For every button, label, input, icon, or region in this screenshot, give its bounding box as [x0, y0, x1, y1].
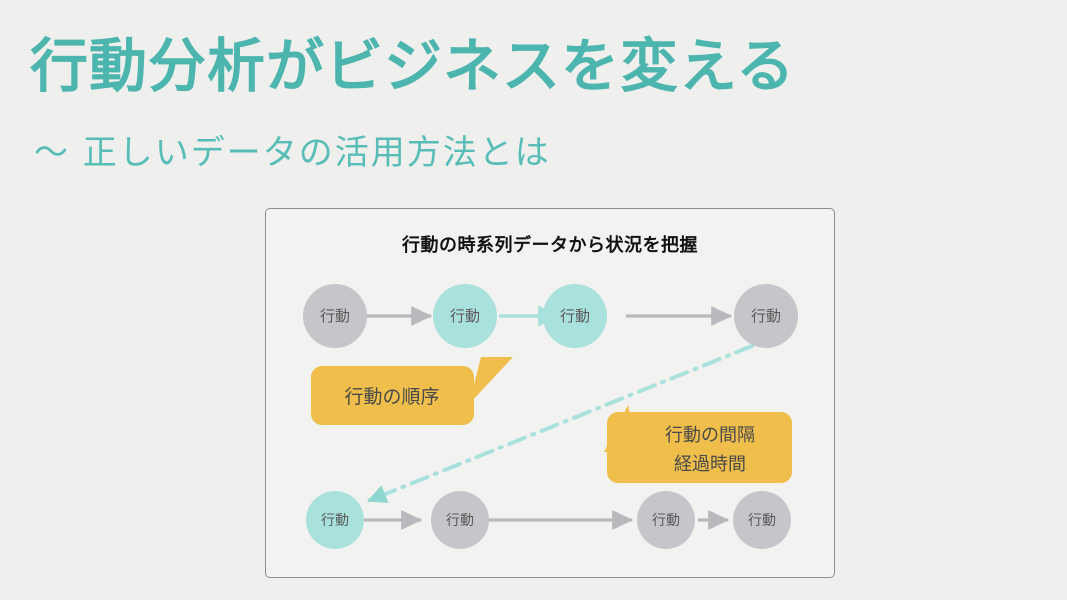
bottom-node-1: 行動 [306, 491, 364, 549]
callout-action-interval-line2: 経過時間 [674, 454, 746, 475]
bottom-node-3-label: 行動 [652, 513, 680, 529]
bottom-node-1-label: 行動 [321, 513, 349, 529]
top-node-4: 行動 [734, 284, 798, 348]
elapsed-time-connector [366, 344, 754, 504]
bottom-node-4: 行動 [733, 491, 791, 549]
top-node-2: 行動 [433, 284, 497, 348]
bottom-node-2: 行動 [431, 491, 489, 549]
callout-action-order: 行動の順序 [311, 357, 513, 425]
callout-action-order-label: 行動の順序 [344, 386, 439, 408]
behavior-sequence-diagram: 行動 行動 行動 行動 行動 行動 行動 [303, 284, 798, 549]
bottom-node-3: 行動 [637, 491, 695, 549]
callout-action-interval: 行動の間隔 経過時間 [604, 405, 792, 483]
top-node-4-label: 行動 [751, 307, 781, 325]
diagram-panel-heading: 行動の時系列データから状況を把握 [402, 235, 698, 256]
page-subtitle: 〜 正しいデータの活用方法とは [34, 133, 551, 173]
callout-action-order-tail [469, 357, 513, 404]
page-title: 行動分析がビジネスを変える [30, 32, 796, 100]
top-node-1: 行動 [303, 284, 367, 348]
bottom-node-4-label: 行動 [748, 513, 776, 529]
top-node-3: 行動 [543, 284, 607, 348]
diagram-panel: 行動の時系列データから状況を把握 行動 行動 [265, 208, 835, 578]
top-node-3-label: 行動 [560, 307, 590, 325]
callout-action-interval-body [607, 412, 792, 483]
callout-action-interval-line1: 行動の間隔 [665, 425, 755, 446]
bottom-node-2-label: 行動 [446, 513, 474, 529]
top-node-2-label: 行動 [450, 307, 480, 325]
top-node-1-label: 行動 [320, 307, 350, 325]
callout-action-order-body [311, 366, 474, 425]
